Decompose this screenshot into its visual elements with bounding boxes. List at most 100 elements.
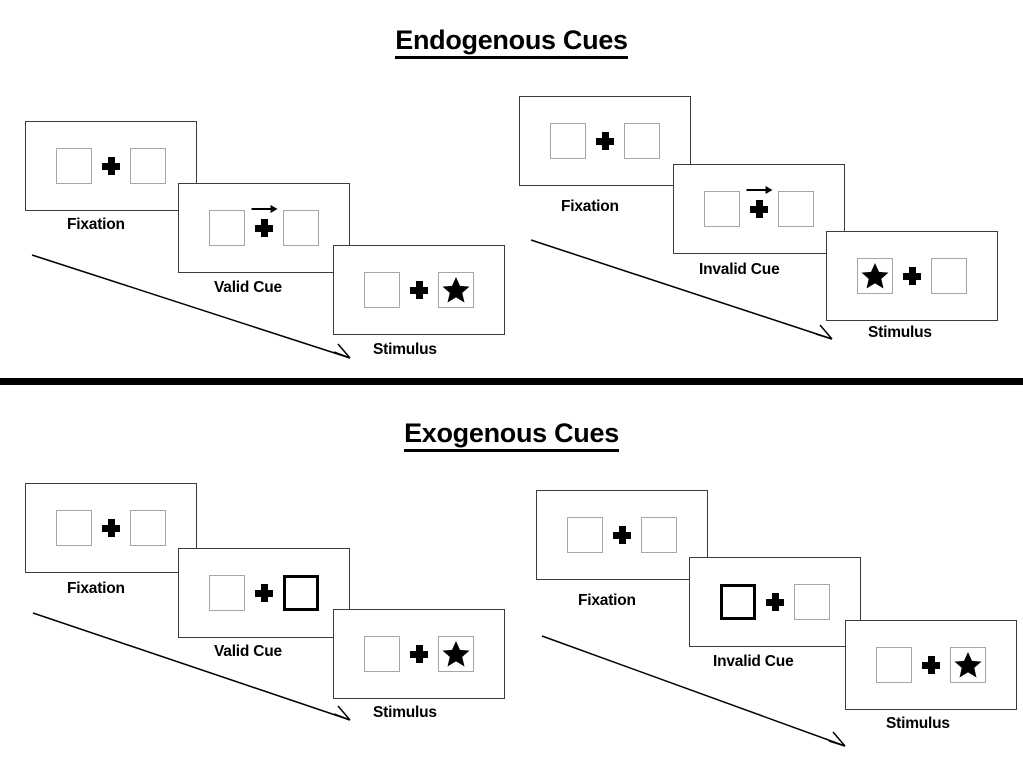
stimulus-box-right [778,191,814,227]
caption-exogenous-valid-stimulus: Stimulus [373,704,437,721]
fixation-cross-slot [912,656,950,674]
section-title-endogenous: Endogenous Cues [0,25,1023,59]
plus-icon [410,645,428,663]
plus-icon [410,281,428,299]
stimulus-box-right [130,148,166,184]
stimulus-box-right [641,517,677,553]
panel-display-area [334,610,504,698]
caption-endogenous-invalid-cue: Invalid Cue [699,261,780,278]
stimulus-box-left [550,123,586,159]
plus-icon [255,219,273,237]
arrow-right-icon [746,185,773,195]
stimulus-box-left [209,210,245,246]
plus-icon [102,157,120,175]
trial-panel-exogenous-valid-cue[interactable] [178,548,350,638]
caption-exogenous-invalid-fixation: Fixation [578,592,636,609]
trial-panel-exogenous-valid-fixation[interactable] [25,483,197,573]
caption-exogenous-invalid-stimulus: Stimulus [886,715,950,732]
panel-display-area [827,232,997,320]
panel-display-area [690,558,860,646]
plus-icon [596,132,614,150]
panel-display-area [26,122,196,210]
plus-icon [102,519,120,537]
section-title-endogenous-text: Endogenous Cues [395,25,628,59]
trial-panel-exogenous-invalid-stimulus[interactable] [845,620,1017,710]
stimulus-box-right [438,272,474,308]
stimulus-box-right [794,584,830,620]
stimulus-box-right [931,258,967,294]
arrow-head [270,204,278,213]
fixation-cross-slot [893,267,931,285]
fixation-cross-slot [603,526,641,544]
arrow-shaft [746,189,768,191]
caption-exogenous-valid-fixation: Fixation [67,580,125,597]
time-flow-arrow-icon-exogenous-invalid [541,635,846,747]
stimulus-box-left [857,258,893,294]
plus-icon [613,526,631,544]
arrow-head [765,185,773,194]
stimulus-box-left-cued [720,584,756,620]
panel-display-area [537,491,707,579]
stimulus-box-right [624,123,660,159]
caption-exogenous-valid-cue: Valid Cue [214,643,282,660]
fixation-cross-slot [586,132,624,150]
plus-icon [766,593,784,611]
fixation-cross-slot [756,593,794,611]
arrow-right-icon [251,204,278,214]
panel-display-area [846,621,1016,709]
trial-panel-endogenous-invalid-stimulus[interactable] [826,231,998,321]
panel-display-area [179,549,349,637]
section-divider [0,378,1023,385]
trial-panel-endogenous-valid-stimulus[interactable] [333,245,505,335]
trial-panel-endogenous-invalid-fixation[interactable] [519,96,691,186]
stimulus-box-left [209,575,245,611]
fixation-cross-slot [740,185,778,218]
stimulus-box-right [283,210,319,246]
fixation-cross-slot [245,204,283,237]
stimulus-box-left [704,191,740,227]
stimulus-box-right [950,647,986,683]
fixation-cross-slot [92,157,130,175]
star-icon [442,641,470,667]
star-icon [861,263,889,289]
panel-display-area [520,97,690,185]
caption-exogenous-invalid-cue: Invalid Cue [713,653,794,670]
trial-panel-exogenous-invalid-cue[interactable] [689,557,861,647]
plus-icon [903,267,921,285]
fixation-cross-slot [92,519,130,537]
stimulus-box-left [876,647,912,683]
stimulus-box-right [130,510,166,546]
stimulus-box-right [438,636,474,672]
trial-panel-endogenous-invalid-cue[interactable] [673,164,845,254]
stimulus-box-left [567,517,603,553]
caption-endogenous-valid-stimulus: Stimulus [373,341,437,358]
panel-display-area [674,165,844,253]
caption-endogenous-invalid-fixation: Fixation [561,198,619,215]
time-flow-arrow-icon-exogenous-valid [32,612,351,721]
plus-icon [750,200,768,218]
trial-panel-endogenous-valid-fixation[interactable] [25,121,197,211]
stimulus-box-left [56,148,92,184]
section-title-exogenous-text: Exogenous Cues [404,418,619,452]
fixation-cross-slot [400,281,438,299]
stimulus-box-left [364,272,400,308]
trial-panel-exogenous-invalid-fixation[interactable] [536,490,708,580]
trial-panel-endogenous-valid-cue[interactable] [178,183,350,273]
panel-display-area [179,184,349,272]
time-flow-arrow-icon-endogenous-valid [31,254,351,359]
arrow-shaft [251,208,273,210]
stimulus-box-left [56,510,92,546]
caption-endogenous-valid-cue: Valid Cue [214,279,282,296]
plus-icon [255,584,273,602]
star-icon [442,277,470,303]
section-title-exogenous: Exogenous Cues [0,418,1023,452]
panel-display-area [26,484,196,572]
star-icon [954,652,982,678]
panel-display-area [334,246,504,334]
stimulus-box-left [364,636,400,672]
plus-icon [922,656,940,674]
fixation-cross-slot [245,584,283,602]
caption-endogenous-valid-fixation: Fixation [67,216,125,233]
trial-panel-exogenous-valid-stimulus[interactable] [333,609,505,699]
stimulus-box-right-cued [283,575,319,611]
